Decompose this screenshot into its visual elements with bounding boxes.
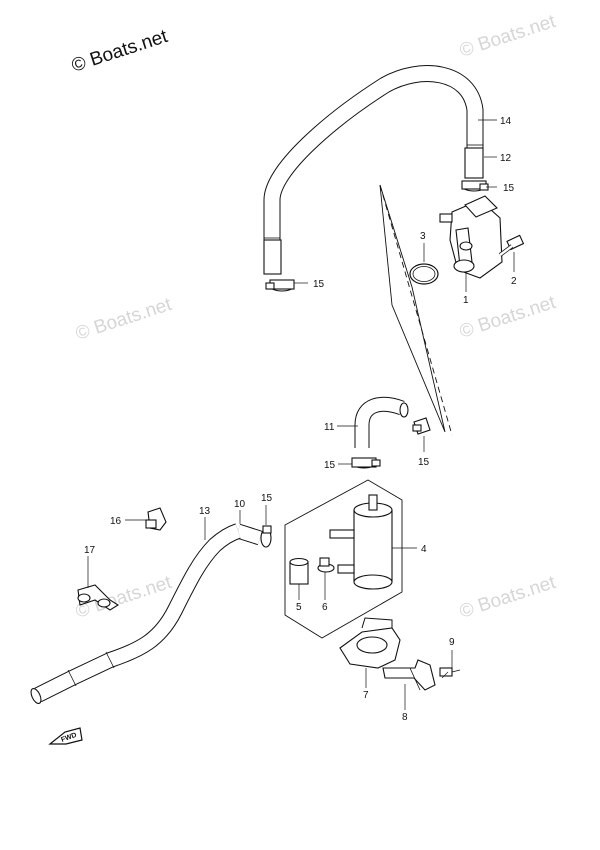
callout-6: 6 [322,602,328,613]
hose-12 [464,147,484,179]
bracket-7 [339,617,401,669]
hose-14 [263,65,484,268]
filter-assembly-outline [284,479,403,639]
callout-2: 2 [511,276,517,287]
bolt-2 [498,234,525,257]
callout-9: 9 [449,637,455,648]
pump-assembly-outline [379,184,453,436]
hose-end-left [263,239,282,275]
watermark-faint-2: © Boats.net [73,294,175,345]
leader-lines [87,119,515,710]
callout-7: 7 [363,690,369,701]
fuel-pump-1 [439,195,503,279]
clamp-15-hose10 [260,525,272,548]
hose-10 [235,523,263,546]
callout-numbers: 14 12 15 15 3 1 2 11 15 15 4 5 6 7 8 9 1… [84,116,517,723]
callout-15-a: 15 [503,183,515,194]
hose-5 [289,557,309,585]
clamp-15-hose11-bottom [351,457,381,469]
watermark-main: © Boats.net [69,26,171,77]
hose-11 [354,396,409,448]
callout-15-c: 15 [324,460,336,471]
callout-14: 14 [500,116,512,127]
callout-11: 11 [324,422,335,433]
clamp-6 [317,557,335,573]
clamp-15-left [265,279,295,292]
callout-16: 16 [110,516,122,527]
fwd-arrow-icon: FWD [48,727,83,745]
faint-watermarks: © Boats.net © Boats.net © Boats.net © Bo… [73,11,559,623]
callout-12: 12 [500,153,512,164]
callout-13: 13 [199,506,211,517]
callout-5: 5 [296,602,302,613]
callout-15-d: 15 [418,457,430,468]
watermark-faint-5: © Boats.net [457,572,559,623]
callout-15-e: 15 [261,493,273,504]
callout-8: 8 [402,712,408,723]
callout-17: 17 [84,545,96,556]
clamp-15-top-right [461,180,489,192]
callout-3: 3 [420,231,426,242]
callout-15-b: 15 [313,279,325,290]
bracket-8 [382,659,436,691]
callout-4: 4 [421,544,427,555]
hose-13 [30,523,241,704]
fuel-filter-4 [329,494,393,590]
watermark-faint-1: © Boats.net [457,11,559,62]
clamp-15-hose11-right [412,417,431,435]
watermark-faint-3: © Boats.net [457,292,559,343]
o-ring-3 [409,263,439,285]
bolt-9 [439,667,461,679]
clip-17 [77,584,120,611]
callout-1: 1 [463,295,469,306]
callout-10: 10 [234,499,246,510]
clamp-16 [145,507,167,531]
